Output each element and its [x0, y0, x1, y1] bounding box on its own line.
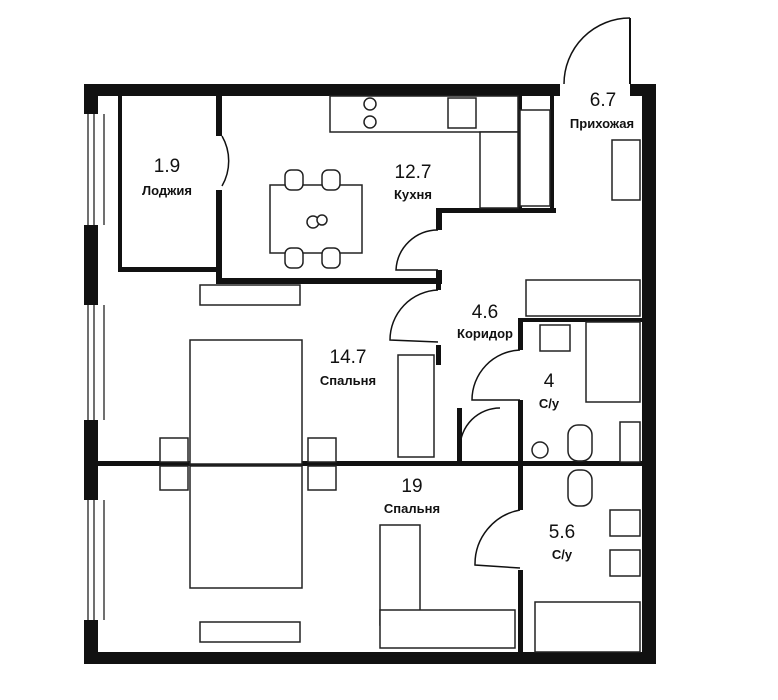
room-name-bathroom2: С/у	[552, 547, 573, 562]
room-area-bedroom2: 19	[401, 476, 422, 497]
furniture	[159, 95, 641, 653]
room-name-bathroom1: С/у	[539, 396, 560, 411]
room-area-hallway: 6.7	[590, 90, 616, 111]
room-name-corridor: Коридор	[457, 326, 513, 341]
outer-walls	[84, 84, 656, 664]
room-area-loggia: 1.9	[154, 156, 180, 177]
room-name-bedroom2: Спальня	[384, 501, 440, 516]
room-area-bathroom2: 5.6	[549, 522, 575, 543]
room-name-bedroom1: Спальня	[320, 373, 376, 388]
windows	[87, 87, 520, 657]
room-name-loggia: Лоджия	[142, 183, 192, 198]
room-area-bedroom1: 14.7	[330, 347, 367, 368]
room-name-kitchen: Кухня	[394, 187, 432, 202]
room-name-hallway: Прихожая	[570, 116, 634, 131]
room-area-bathroom1: 4	[544, 371, 555, 392]
room-area-kitchen: 12.7	[395, 162, 432, 183]
doors	[221, 17, 631, 569]
room-area-corridor: 4.6	[472, 302, 498, 323]
